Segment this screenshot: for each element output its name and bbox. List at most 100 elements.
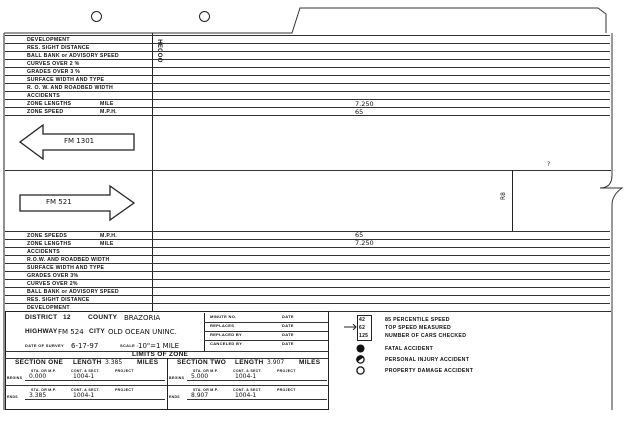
highway-label: HIGHWAY <box>25 328 58 335</box>
speed-legend-value: 42 <box>359 317 366 323</box>
form-row: RES. SIGHT DISTANCE <box>5 295 610 303</box>
section-name: SECTION ONE <box>15 359 64 366</box>
row-label: ZONE LENGTHS <box>27 101 72 107</box>
section-begins: BEGINS <box>169 376 185 380</box>
city-value: OLD OCEAN UNINC. <box>108 328 177 336</box>
form-row: GRADES OVER 3% <box>5 271 610 279</box>
 <box>204 331 328 332</box>
form-row: CURVES OVER 2% <box>5 279 610 287</box>
sta-header: STA. OR M.P. <box>31 369 57 373</box>
row-label: GRADES OVER 3 % <box>27 69 81 75</box>
row-value: 7.250 <box>355 100 374 108</box>
sta-header: STA. OR M.P. <box>193 369 219 373</box>
section-begins: BEGINS <box>7 376 23 380</box>
form-row: DEVELOPMENT <box>5 303 610 311</box>
cont-header: CONT. & SECT. <box>233 388 262 392</box>
fatal-accident-icon <box>356 344 365 353</box>
form-row: GRADES OVER 3 % <box>5 67 610 75</box>
cont-value: 1004-1 <box>235 373 257 380</box>
sta-value: 5.000 <box>191 373 209 380</box>
form-row: ACCIDENTS <box>5 91 610 99</box>
cont-header: CONT. & SECT. <box>71 369 100 373</box>
row-label: SURFACE WIDTH AND TYPE <box>27 77 105 83</box>
sta-header: STA. OR M.P. <box>193 388 219 392</box>
date-field-label: DATE <box>282 341 294 346</box>
row-label: ZONE LENGTHS <box>27 241 72 247</box>
row-value: 65 <box>355 231 364 239</box>
row-label: CURVES OVER 2 % <box>27 61 80 67</box>
county-value: BRAZORIA <box>124 314 161 322</box>
section-ends: ENDS <box>7 395 18 399</box>
project-header: PROJECT <box>115 369 134 373</box>
form-row: CURVES OVER 2 % <box>5 59 610 67</box>
row-unit: M.P.H. <box>100 233 117 239</box>
cont-value: 1004-1 <box>73 392 95 399</box>
punch-hole-right <box>199 11 210 22</box>
scale-label: SCALE : <box>120 343 139 348</box>
left-arrow-icon <box>18 123 135 161</box>
form-row: SURFACE WIDTH AND TYPE <box>5 263 610 271</box>
row-label: ZONE SPEEDS <box>27 233 68 239</box>
left-arrow-label: FM 1301 <box>64 137 95 145</box>
 <box>167 385 329 386</box>
row-label: CURVES OVER 2% <box>27 281 78 287</box>
minute-block <box>204 313 327 351</box>
side-road-line <box>512 170 513 232</box>
form-row: ZONE SPEEDS M.P.H. 65 <box>5 231 610 239</box>
row-label: DEVELOPMENT <box>27 37 70 43</box>
row-label: ACCIDENTS <box>27 249 60 255</box>
miles-label: MILES <box>137 359 159 366</box>
row-label: RES. SIGHT DISTANCE <box>27 45 90 51</box>
date-field-label: DATE <box>282 332 294 337</box>
row-label: R.O.W. AND ROADBED WIDTH <box>27 257 110 263</box>
date-field-label: DATE <box>282 323 294 328</box>
row-value: 7.250 <box>355 239 374 247</box>
row-label: BALL BANK or ADVISORY SPEED <box>27 289 119 295</box>
district-label: DISTRICT <box>25 314 58 321</box>
sta-value: 0.000 <box>29 373 47 380</box>
accident-legend-label: FATAL ACCIDENT <box>385 346 434 352</box>
city-label: CITY <box>89 328 106 335</box>
project-header: PROJECT <box>277 369 296 373</box>
section-name: SECTION TWO <box>177 359 227 366</box>
minute-field-label: REPLACES <box>210 323 235 328</box>
sta-value: 3.385 <box>29 392 47 399</box>
form-row: SURFACE WIDTH AND TYPE <box>5 75 610 83</box>
minute-field-label: REPLACED BY <box>210 332 242 337</box>
row-label: DEVELOPMENT <box>27 305 70 311</box>
minute-field-label: CANCELED BY <box>210 341 243 346</box>
row-label: ACCIDENTS <box>27 93 60 99</box>
 <box>187 399 327 400</box>
row-value: 65 <box>355 108 364 116</box>
cont-header: CONT. & SECT. <box>233 369 262 373</box>
top-speed-arrow-icon <box>344 324 357 330</box>
form-row: DEVELOPMENT <box>5 35 610 43</box>
project-header: PROJECT <box>115 388 134 392</box>
county-label: COUNTY <box>88 314 118 321</box>
form-row: R.O.W. AND ROADBED WIDTH <box>5 255 610 263</box>
row-unit: MILE <box>100 101 114 107</box>
 <box>204 322 328 323</box>
 <box>25 380 165 381</box>
section-divider <box>167 358 168 410</box>
accident-legend-label: PROPERTY DAMAGE ACCIDENT <box>385 368 474 374</box>
row-label: RES. SIGHT DISTANCE <box>27 297 90 303</box>
miles-label: MILES <box>299 359 321 366</box>
length-label: LENGTH <box>235 359 264 366</box>
row-label: GRADES OVER 3% <box>27 273 79 279</box>
speed-legend-label: NUMBER OF CARS CHECKED <box>385 333 467 339</box>
speed-legend-label: 85 PERCENTILE SPEED <box>385 317 450 323</box>
speed-legend-label: TOP SPEED MEASURED <box>385 325 452 331</box>
highway-value: FM 524 <box>58 328 84 336</box>
form-row: RES. SIGHT DISTANCE <box>5 43 610 51</box>
section-length: 3.907 <box>267 359 285 366</box>
form-row: BALL BANK or ADVISORY SPEED <box>5 287 610 295</box>
accident-legend-label: PERSONAL INJURY ACCIDENT <box>385 357 470 363</box>
 <box>187 380 327 381</box>
form-row: ACCIDENTS <box>5 247 610 255</box>
speed-legend-value: 62 <box>359 325 366 331</box>
survey-date: 6-17-97 <box>71 342 99 350</box>
